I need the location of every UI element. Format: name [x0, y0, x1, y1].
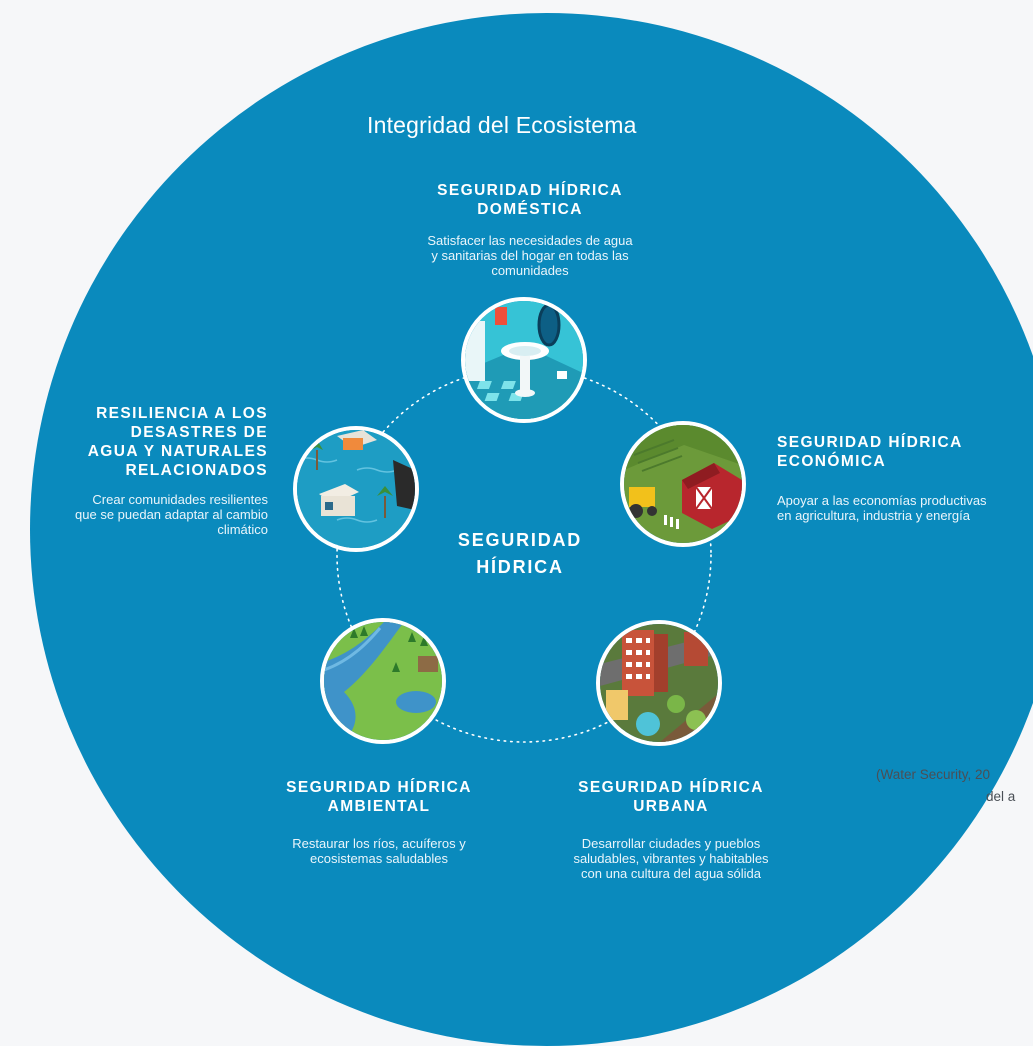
- ecosystem-title: Integridad del Ecosistema: [367, 112, 637, 138]
- flood-icon: [293, 426, 419, 552]
- environmental-heading: SEGURIDAD HÍDRICA AMBIENTAL: [286, 779, 472, 815]
- ecosystem-circle: [30, 13, 1033, 1046]
- center-label-line1: SEGURIDAD: [457, 530, 583, 550]
- economic-block: SEGURIDAD HÍDRICA ECONÓMICA Apoyar a las…: [777, 433, 1033, 523]
- bathroom-icon: [461, 297, 587, 423]
- domestic-heading: SEGURIDAD HÍDRICA DOMÉSTICA: [437, 182, 623, 218]
- river-icon: [320, 618, 446, 744]
- urban-block: SEGURIDAD HÍDRICA URBANA Desarrollar ciu…: [541, 778, 801, 881]
- urban-description: Desarrollar ciudades y pueblos saludable…: [573, 836, 769, 881]
- economic-description: Apoyar a las economías productivas en ag…: [777, 493, 987, 523]
- resilience-description: Crear comunidades resilientes que se pue…: [75, 492, 268, 537]
- environmental-block: SEGURIDAD HÍDRICA AMBIENTAL Restaurar lo…: [249, 778, 509, 866]
- center-label-line2: HÍDRICA: [476, 557, 564, 577]
- citation-line1: (Water Security, 20: [876, 767, 991, 782]
- center-label: SEGURIDAD HÍDRICA: [445, 527, 595, 581]
- domestic-description: Satisfacer las necesidades de agua y san…: [427, 233, 633, 278]
- citation-line2: del a: [986, 789, 1016, 804]
- citation: (Water Security, 20 del a: [876, 764, 1015, 808]
- resilience-heading: RESILIENCIA A LOS DESASTRES DE AGUA Y NA…: [87, 405, 268, 479]
- city-icon: [596, 620, 722, 746]
- farm-icon: [620, 421, 746, 547]
- urban-heading: SEGURIDAD HÍDRICA URBANA: [578, 779, 764, 815]
- resilience-block: RESILIENCIA A LOS DESASTRES DE AGUA Y NA…: [0, 404, 268, 537]
- economic-heading: SEGURIDAD HÍDRICA ECONÓMICA: [777, 434, 963, 470]
- environmental-description: Restaurar los ríos, acuíferos y ecosiste…: [292, 836, 466, 866]
- domestic-block: SEGURIDAD HÍDRICA DOMÉSTICA Satisfacer l…: [380, 181, 680, 278]
